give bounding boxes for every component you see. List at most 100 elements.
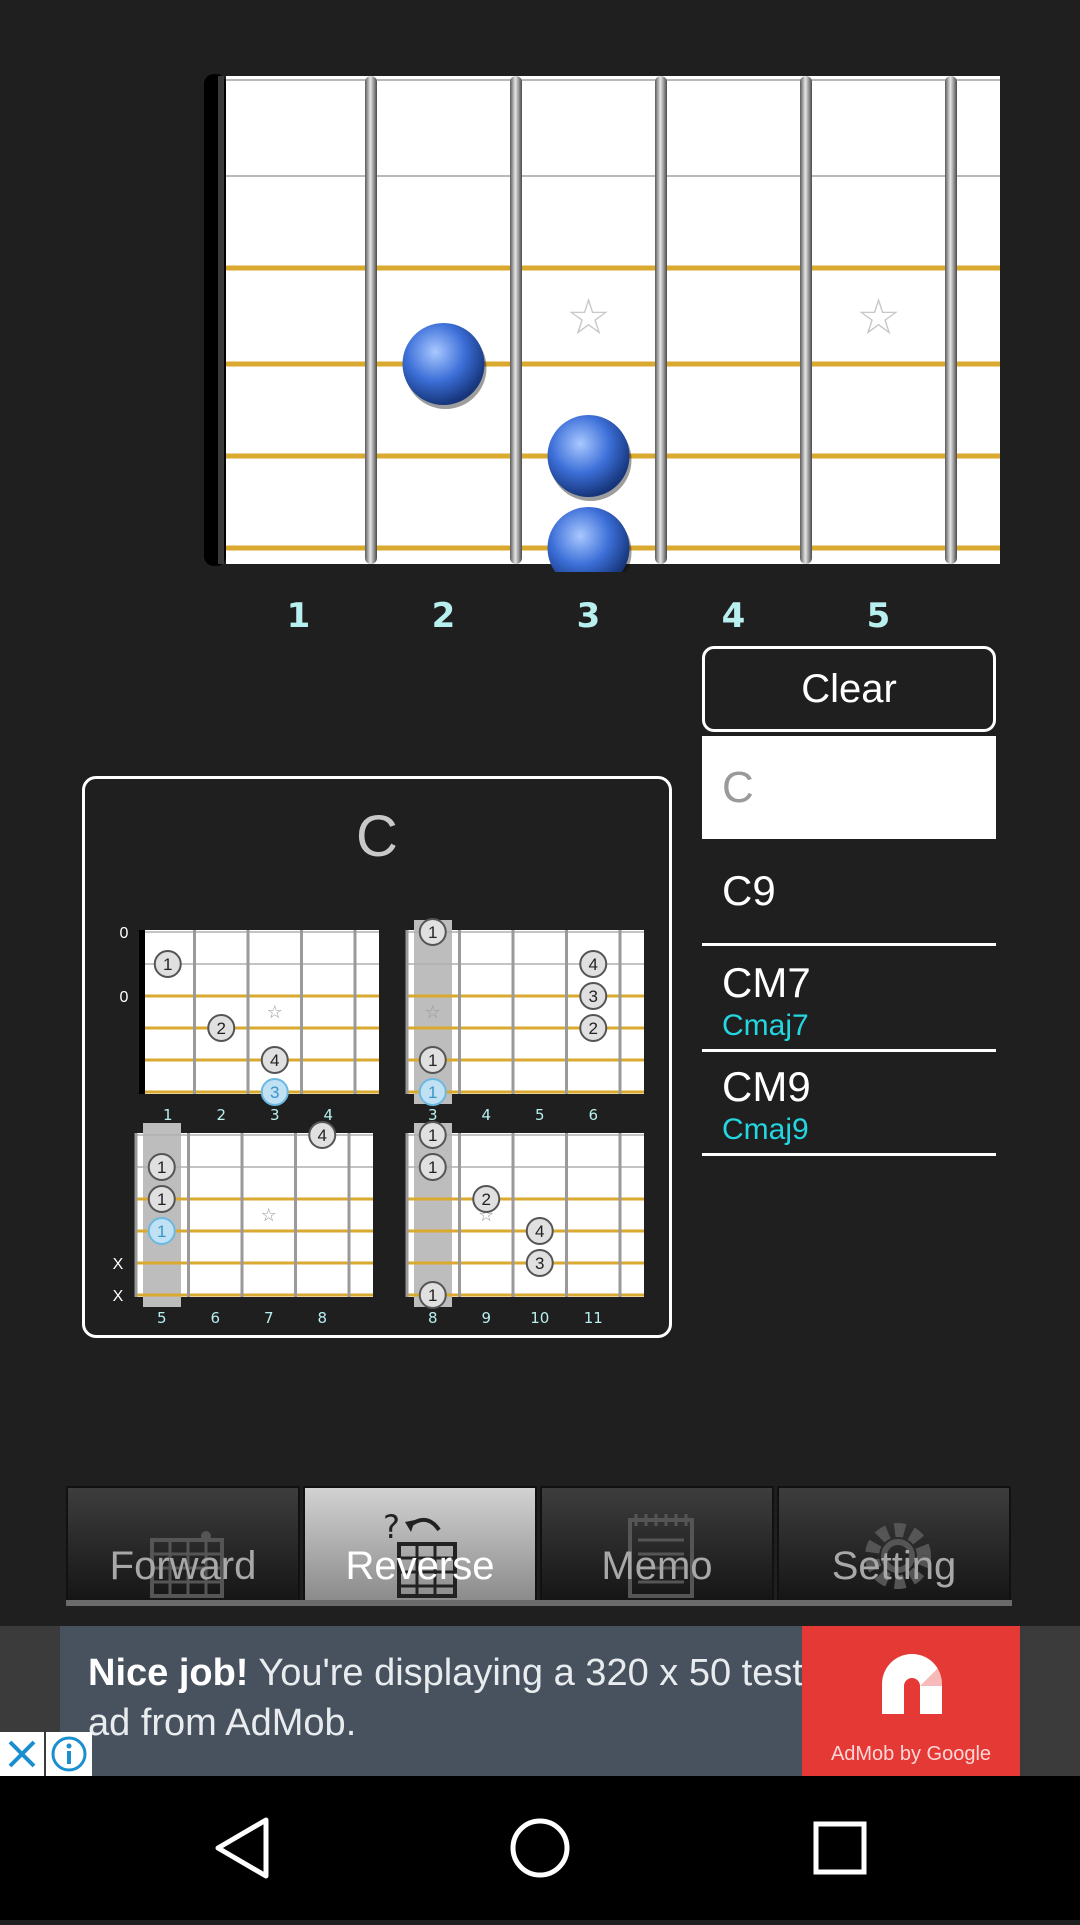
finger-number: 1: [428, 1083, 437, 1102]
memo-icon: [628, 1514, 694, 1598]
open-string-mark: 0: [120, 989, 129, 1006]
finger-dot: [418, 1078, 447, 1106]
fret-wire: [365, 76, 377, 564]
home-icon[interactable]: [510, 1818, 570, 1878]
finger-number: 3: [535, 1254, 544, 1273]
pressed-note-dot[interactable]: [547, 415, 630, 497]
mini-string: [135, 1134, 373, 1136]
tab-label: Setting: [831, 1544, 957, 1588]
ad-message: You're displaying a 320 x 50 test ad fro…: [88, 1652, 803, 1744]
recents-icon[interactable]: [813, 1821, 867, 1875]
string-1: [226, 79, 1000, 81]
finger-number: 1: [428, 923, 437, 942]
finger-dot: [207, 1014, 236, 1042]
mini-fret-number: 6: [588, 1106, 598, 1124]
fretboard-icon: [150, 1531, 224, 1598]
mini-string: [406, 994, 644, 998]
finger-number: 1: [428, 1286, 437, 1305]
finger-dot: [147, 1153, 176, 1181]
ad-close-icon[interactable]: [0, 1732, 44, 1776]
finger-number: 1: [157, 1190, 166, 1209]
chord-result-item[interactable]: C9: [702, 842, 996, 946]
chord-search-input[interactable]: C: [702, 736, 996, 839]
inlay-star-icon: ☆: [856, 288, 901, 346]
finger-number: 2: [482, 1190, 491, 1209]
svg-text:?: ?: [383, 1508, 400, 1546]
finger-number: 4: [589, 955, 598, 974]
finger-dot: [308, 1121, 337, 1149]
mini-string: [141, 1026, 379, 1030]
ad-info-icon[interactable]: [46, 1732, 92, 1776]
chord-result-name: CM7: [722, 959, 811, 1006]
finger-dot: [525, 1217, 554, 1245]
mini-fret-number: 4: [481, 1106, 491, 1124]
string-4: [226, 361, 1000, 367]
finger-number: 2: [589, 1019, 598, 1038]
fretboard[interactable]: ☆☆: [200, 72, 1000, 572]
fret-number: 1: [286, 596, 311, 636]
finger-number: 4: [270, 1051, 279, 1070]
mini-string: [141, 963, 379, 965]
open-string-mark: X: [113, 1288, 124, 1305]
mini-fret-number: 4: [323, 1106, 333, 1124]
mini-fret: [353, 930, 357, 1094]
mini-fret: [511, 1133, 515, 1297]
mini-fret-number: 8: [317, 1309, 327, 1327]
mini-fret: [511, 930, 515, 1094]
ad-text: Nice job! You're displaying a 320 x 50 t…: [88, 1648, 808, 1748]
tab-setting[interactable]: Setting: [777, 1486, 1011, 1604]
mini-fret: [458, 1133, 461, 1297]
mini-fret-number: 6: [210, 1309, 220, 1327]
fret-number: 2: [431, 596, 456, 636]
mini-fret-number: 9: [481, 1309, 491, 1327]
back-icon[interactable]: [215, 1817, 269, 1879]
pressed-note-dot[interactable]: [547, 507, 630, 572]
mini-string: [406, 1090, 644, 1094]
mini-fret-number: 3: [428, 1106, 438, 1124]
system-nav-bar: [0, 1776, 1080, 1920]
ad-banner[interactable]: Nice job! You're displaying a 320 x 50 t…: [0, 1626, 1080, 1776]
mini-fret: [618, 930, 622, 1094]
chord-result-name: C9: [722, 867, 776, 914]
clear-button[interactable]: Clear: [702, 646, 996, 732]
finger-number: 3: [270, 1083, 279, 1102]
mini-fret: [246, 930, 250, 1094]
mini-fret: [618, 1133, 622, 1297]
finger-number: 4: [535, 1222, 544, 1241]
mini-string: [406, 1229, 644, 1233]
finger-number: 1: [428, 1051, 437, 1070]
mini-string: [406, 1134, 644, 1136]
mini-string: [406, 1293, 644, 1297]
fret-number: 4: [721, 596, 746, 636]
finger-dot: [472, 1185, 501, 1213]
tab-forward[interactable]: Forward: [66, 1486, 300, 1604]
mini-fret: [187, 1133, 190, 1297]
finger-dot: [579, 950, 608, 978]
ad-body[interactable]: Nice job! You're displaying a 320 x 50 t…: [60, 1626, 803, 1776]
mini-fret-number: 5: [535, 1106, 545, 1124]
finger-dot: [418, 918, 447, 946]
ad-logo[interactable]: AdMob by Google: [802, 1626, 1020, 1776]
tab-reverse[interactable]: ?Reverse: [303, 1486, 537, 1604]
gear-icon: [865, 1523, 931, 1589]
mini-fret: [300, 930, 303, 1094]
mini-fret: [347, 1133, 351, 1297]
finger-number: 3: [589, 987, 598, 1006]
mini-fret: [139, 930, 145, 1094]
finger-number: 1: [157, 1222, 166, 1241]
mini-fret-number: 1: [163, 1106, 173, 1124]
pressed-note-dot[interactable]: [402, 323, 485, 405]
tab-memo[interactable]: Memo: [540, 1486, 774, 1604]
mini-fret-number: 11: [584, 1309, 603, 1327]
mini-fret: [193, 930, 196, 1094]
mini-fret-number: 2: [216, 1106, 226, 1124]
barre-bar: [414, 1123, 452, 1307]
